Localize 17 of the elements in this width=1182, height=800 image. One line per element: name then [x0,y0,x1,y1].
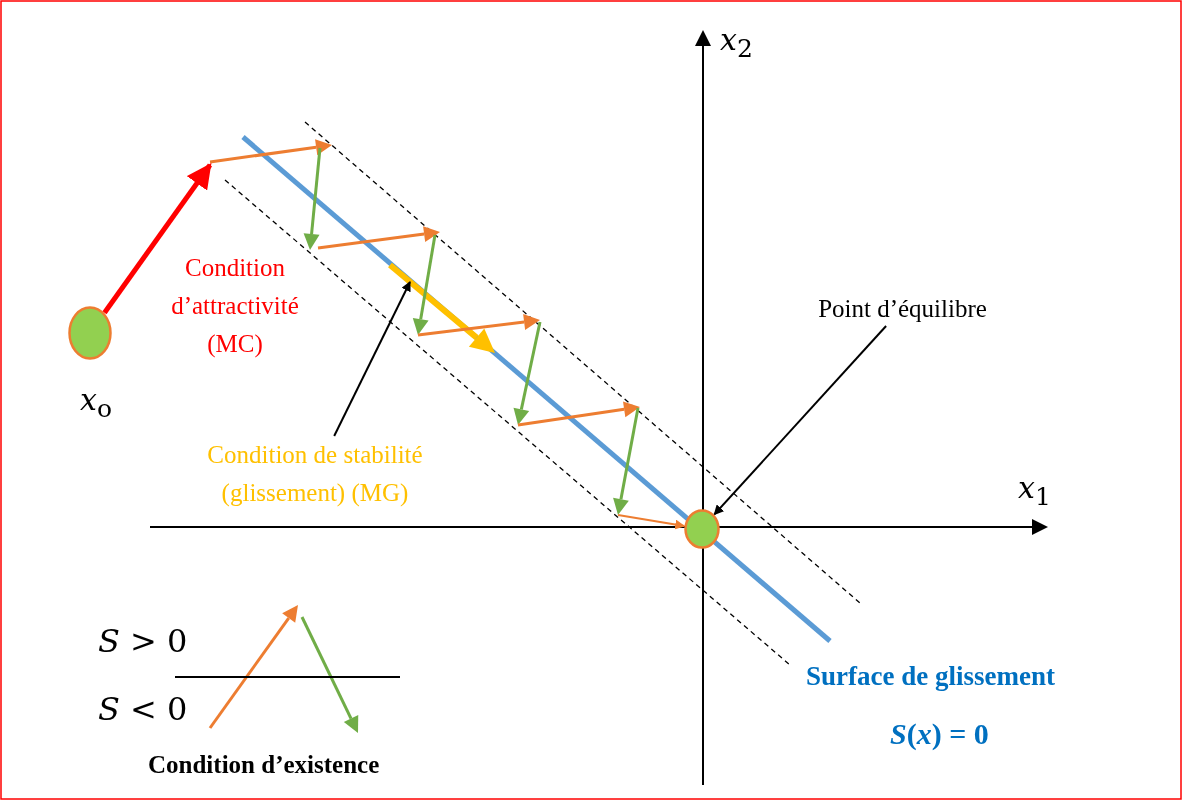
legend-title: Condition d’existence [148,750,380,780]
state-point [68,306,112,360]
region-label: S < 0 [98,690,188,729]
axis-label: x$_{2}$ [720,22,753,64]
axis-label: x$_{1}$ [1018,470,1051,512]
point-label: Point d’équilibre [817,294,988,324]
state-point [684,509,720,549]
leader-line [713,325,888,516]
equation-label: S(x) = 0 [890,716,989,752]
arrow [102,162,213,315]
condition-label: Condition de stabilité (glissement) (MG) [206,440,424,509]
state-label: x$_{o}$ [80,382,112,424]
region-label: S > 0 [98,622,188,661]
surface-label: Surface de glissement [806,660,1055,693]
arrow [617,514,686,530]
leader-line [333,281,411,437]
condition-label: Condition d’attractivité (MC) [170,253,300,360]
